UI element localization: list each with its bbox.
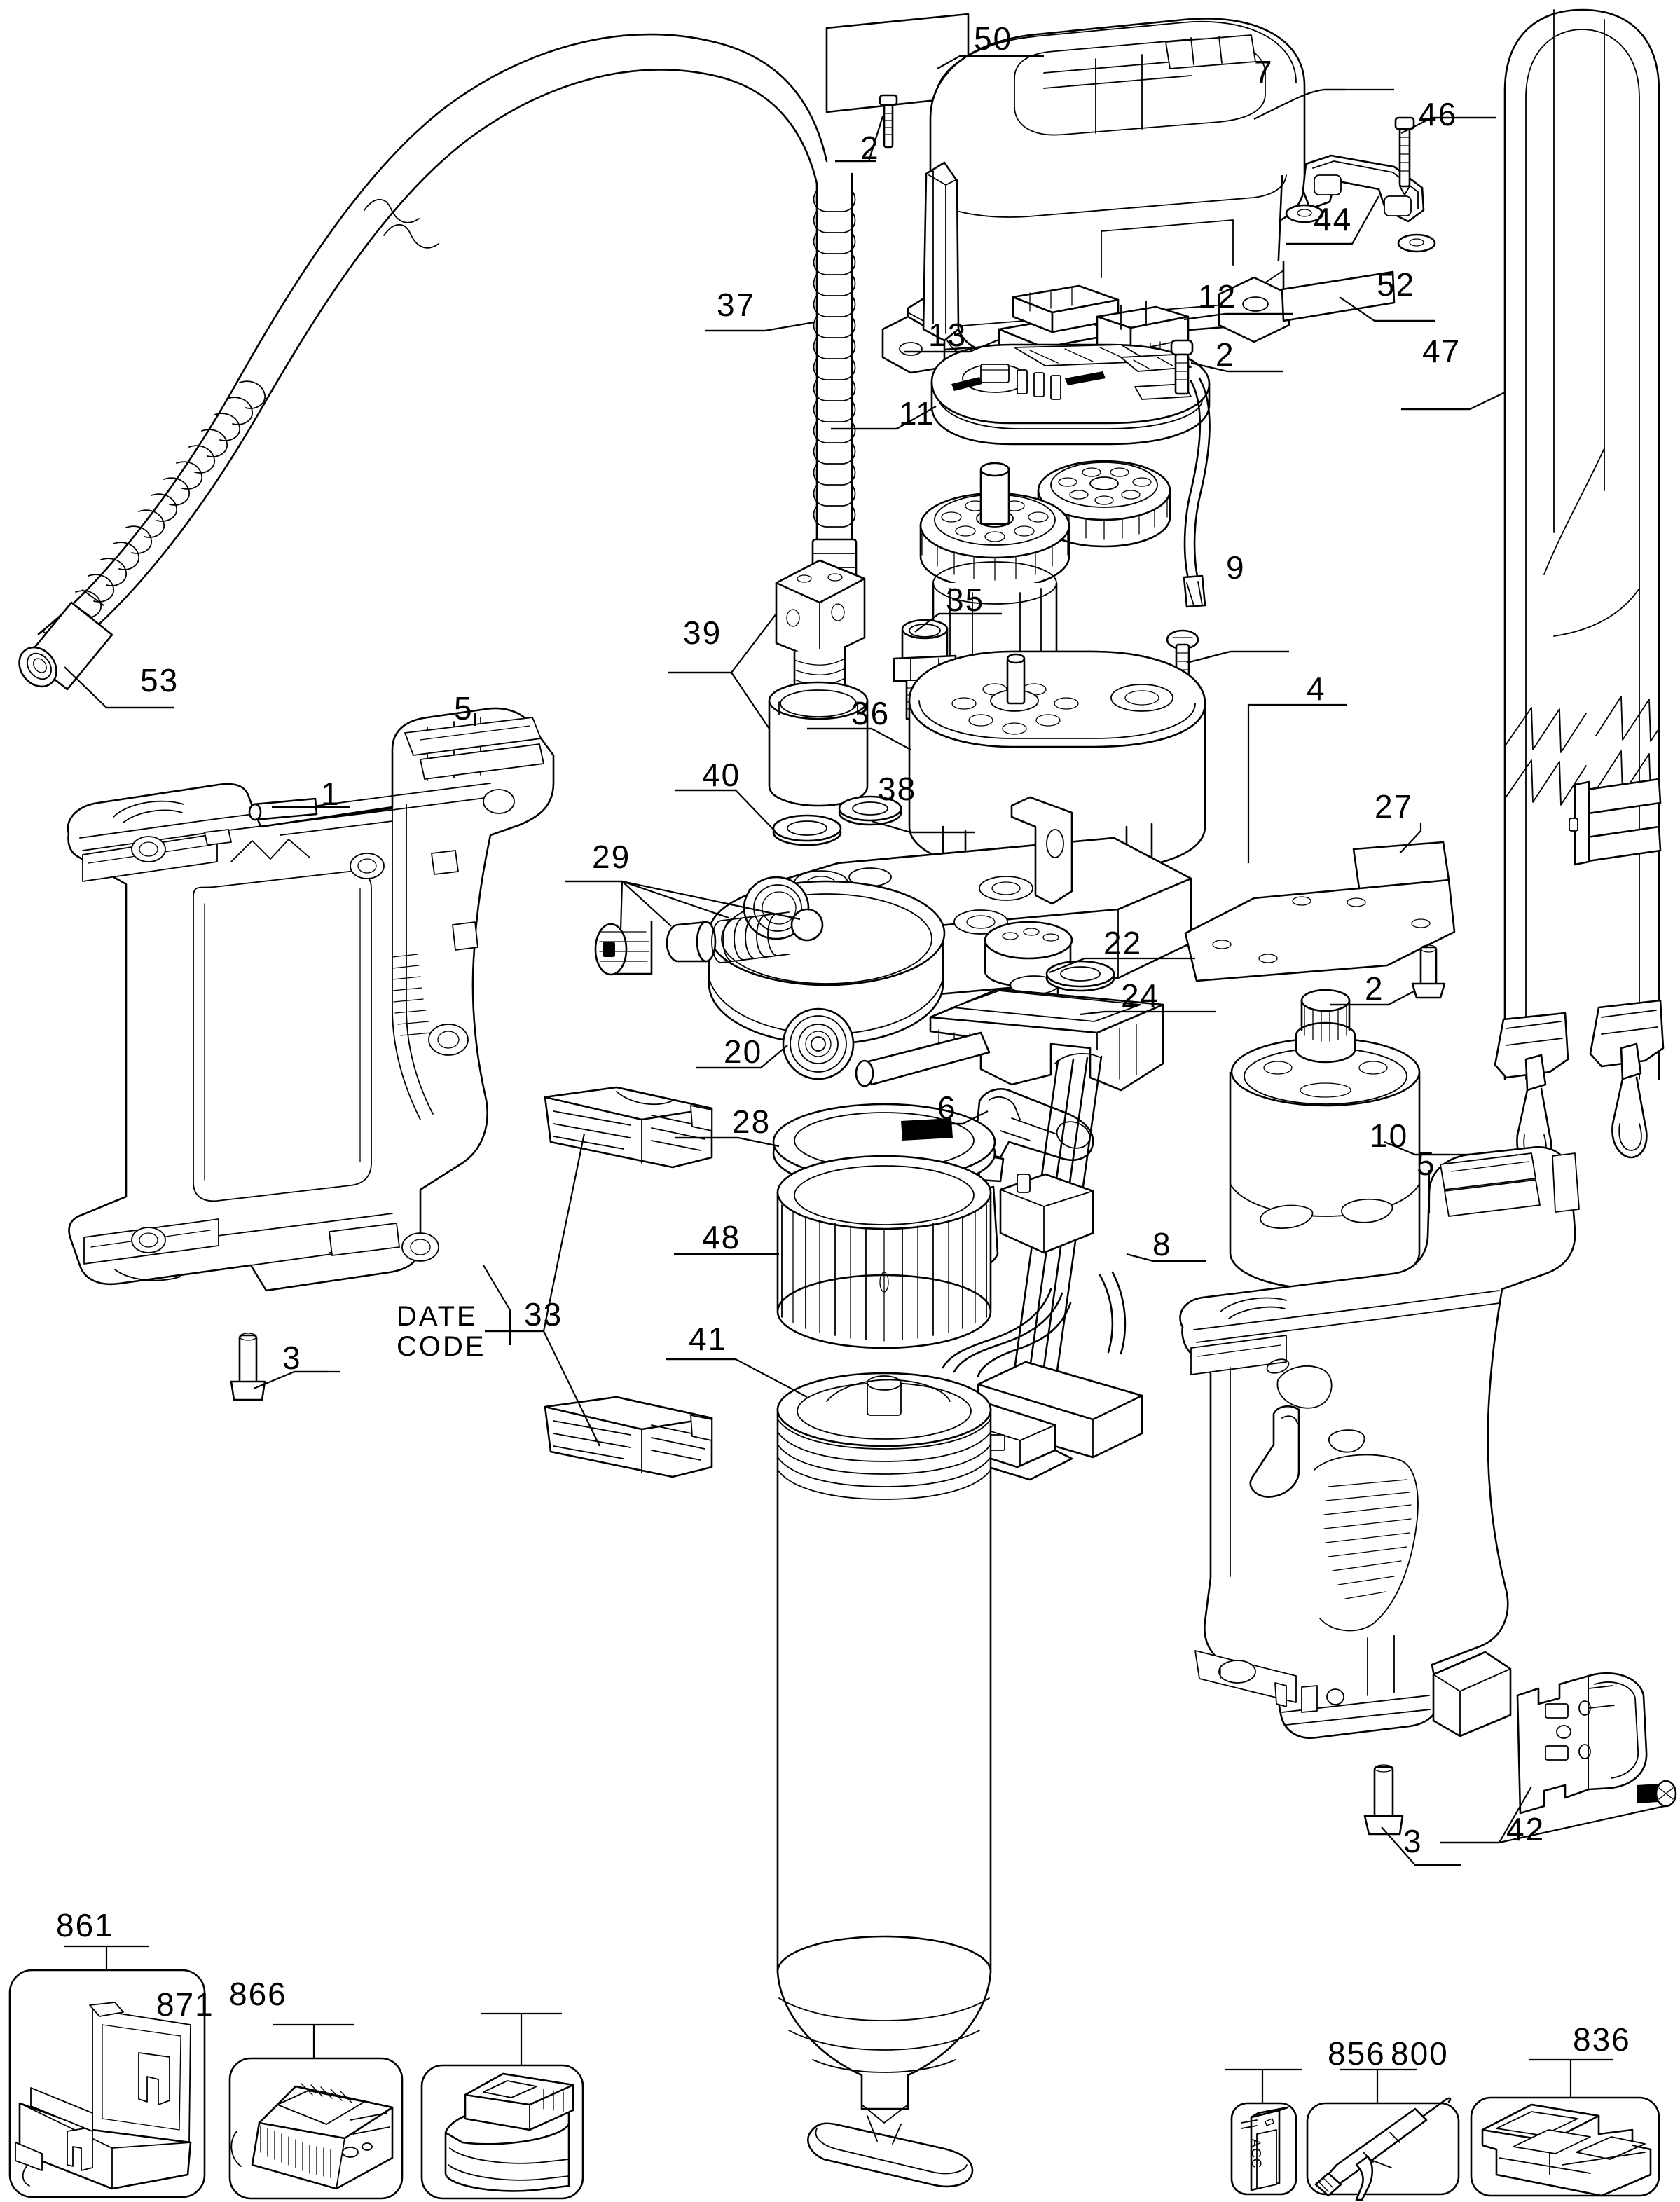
part-38-washer bbox=[838, 795, 902, 826]
callout-number-42: 42 bbox=[1506, 1811, 1545, 1847]
callout-number-27: 27 bbox=[1375, 788, 1414, 825]
callout-number-53: 53 bbox=[140, 662, 179, 699]
callout-number-5: 5 bbox=[454, 690, 474, 727]
part-2-screw-baffle bbox=[1411, 944, 1446, 999]
callout-number-2: 2 bbox=[860, 130, 880, 166]
callout-number-40: 40 bbox=[702, 757, 741, 793]
part-37-flexible-hose bbox=[37, 33, 858, 653]
part-41-tube-cartridge bbox=[776, 1372, 992, 2188]
callout-number-4: 4 bbox=[1307, 670, 1326, 707]
callout-number-800: 800 bbox=[1391, 2035, 1449, 2072]
callout-number-52: 52 bbox=[1377, 266, 1416, 303]
part-5-housing-right bbox=[1179, 1146, 1580, 1739]
callout-number-836: 836 bbox=[1573, 2021, 1631, 2058]
callout-number-11: 11 bbox=[899, 395, 935, 432]
callout-number-12: 12 bbox=[1198, 278, 1237, 315]
callout-number-39: 39 bbox=[683, 614, 722, 651]
callout-number-50: 50 bbox=[974, 20, 1013, 57]
callout-number-22: 22 bbox=[1103, 925, 1143, 961]
part-40-washer bbox=[772, 814, 842, 846]
part-8-wiring-switch-assembly bbox=[939, 1053, 1143, 1481]
part-24-carriage-block bbox=[855, 988, 1164, 1092]
callout-number-10: 10 bbox=[1370, 1117, 1409, 1154]
part-46-screw bbox=[1394, 116, 1415, 195]
part-44-bracket bbox=[1285, 154, 1436, 253]
date-code-line-1: DATE bbox=[397, 1301, 478, 1332]
part-33-grip-pad-upper bbox=[544, 1086, 713, 1169]
part-27-baffle-plate bbox=[1184, 841, 1456, 982]
date-code-label: DATE CODE bbox=[397, 1301, 486, 1363]
callout-number-24: 24 bbox=[1121, 977, 1160, 1014]
part-10-motor bbox=[1229, 989, 1421, 1309]
callout-number-3: 3 bbox=[282, 1340, 302, 1376]
callout-number-8: 8 bbox=[1152, 1226, 1172, 1262]
callout-number-5: 5 bbox=[1417, 1145, 1436, 1182]
callout-number-41: 41 bbox=[689, 1321, 728, 1357]
part-856-accessory-card bbox=[1230, 2102, 1297, 2196]
callout-number-866: 866 bbox=[229, 1976, 287, 2012]
part-5-housing-left bbox=[67, 707, 555, 1292]
callout-number-3: 3 bbox=[1403, 1823, 1423, 1859]
part-48-retainer-cage bbox=[776, 1155, 992, 1349]
part-39-valve-body bbox=[768, 559, 869, 807]
callout-number-9: 9 bbox=[1226, 549, 1246, 586]
acc-text-label: ACC bbox=[1248, 2138, 1264, 2169]
callout-number-33: 33 bbox=[524, 1296, 563, 1333]
part-2-screw-top bbox=[879, 94, 898, 149]
callout-number-48: 48 bbox=[702, 1219, 741, 1255]
callout-number-856: 856 bbox=[1328, 2035, 1386, 2072]
callout-number-7: 7 bbox=[1254, 54, 1274, 90]
part-22-oring-piston bbox=[984, 921, 1115, 1035]
part-47-shoulder-strap bbox=[1494, 8, 1665, 1170]
part-29-plug-spring-ball-kit bbox=[594, 908, 824, 976]
callout-number-1: 1 bbox=[321, 776, 340, 812]
part-836-tray-insert bbox=[1470, 2096, 1660, 2197]
callout-number-44: 44 bbox=[1314, 201, 1353, 238]
part-871-charger bbox=[228, 2057, 404, 2200]
part-800-caulk-gun bbox=[1306, 2097, 1460, 2201]
part-53-hose-nozzle bbox=[18, 589, 113, 691]
part-2-screw-pcb bbox=[1170, 339, 1194, 395]
part-866-battery-pack bbox=[420, 2064, 584, 2200]
part-1-pin-rod bbox=[248, 797, 318, 821]
part-7-pump-cover bbox=[881, 18, 1306, 374]
callout-number-871: 871 bbox=[156, 1986, 214, 2023]
callout-number-37: 37 bbox=[717, 287, 756, 323]
callout-number-6: 6 bbox=[937, 1089, 957, 1126]
callout-number-13: 13 bbox=[928, 317, 968, 353]
part-42-belt-hook-kit bbox=[1516, 1672, 1677, 1815]
part-52-label bbox=[1281, 270, 1396, 322]
date-code-line-2: CODE bbox=[397, 1331, 486, 1363]
callout-number-47: 47 bbox=[1422, 333, 1461, 369]
callout-number-46: 46 bbox=[1419, 96, 1458, 132]
part-3-screw-right bbox=[1363, 1764, 1404, 1836]
callout-number-35: 35 bbox=[946, 582, 985, 618]
callout-number-36: 36 bbox=[851, 695, 890, 731]
part-4-gearcase-bracket bbox=[708, 650, 1206, 1045]
callout-number-38: 38 bbox=[878, 771, 917, 807]
leader-lines bbox=[64, 55, 1665, 2103]
callout-number-28: 28 bbox=[732, 1103, 771, 1140]
part-20-bearing bbox=[782, 1007, 855, 1080]
callout-number-2: 2 bbox=[1216, 336, 1235, 373]
callout-number-29: 29 bbox=[592, 839, 631, 875]
callout-number-2: 2 bbox=[1365, 970, 1384, 1007]
callout-number-861: 861 bbox=[56, 1907, 114, 1943]
callout-number-20: 20 bbox=[724, 1033, 763, 1070]
part-3-screw-left bbox=[230, 1333, 266, 1401]
part-33-grip-pad-lower bbox=[544, 1396, 713, 1478]
part-11-pcb-assembly bbox=[930, 343, 1211, 608]
part-861-carrying-case bbox=[8, 1969, 206, 2198]
